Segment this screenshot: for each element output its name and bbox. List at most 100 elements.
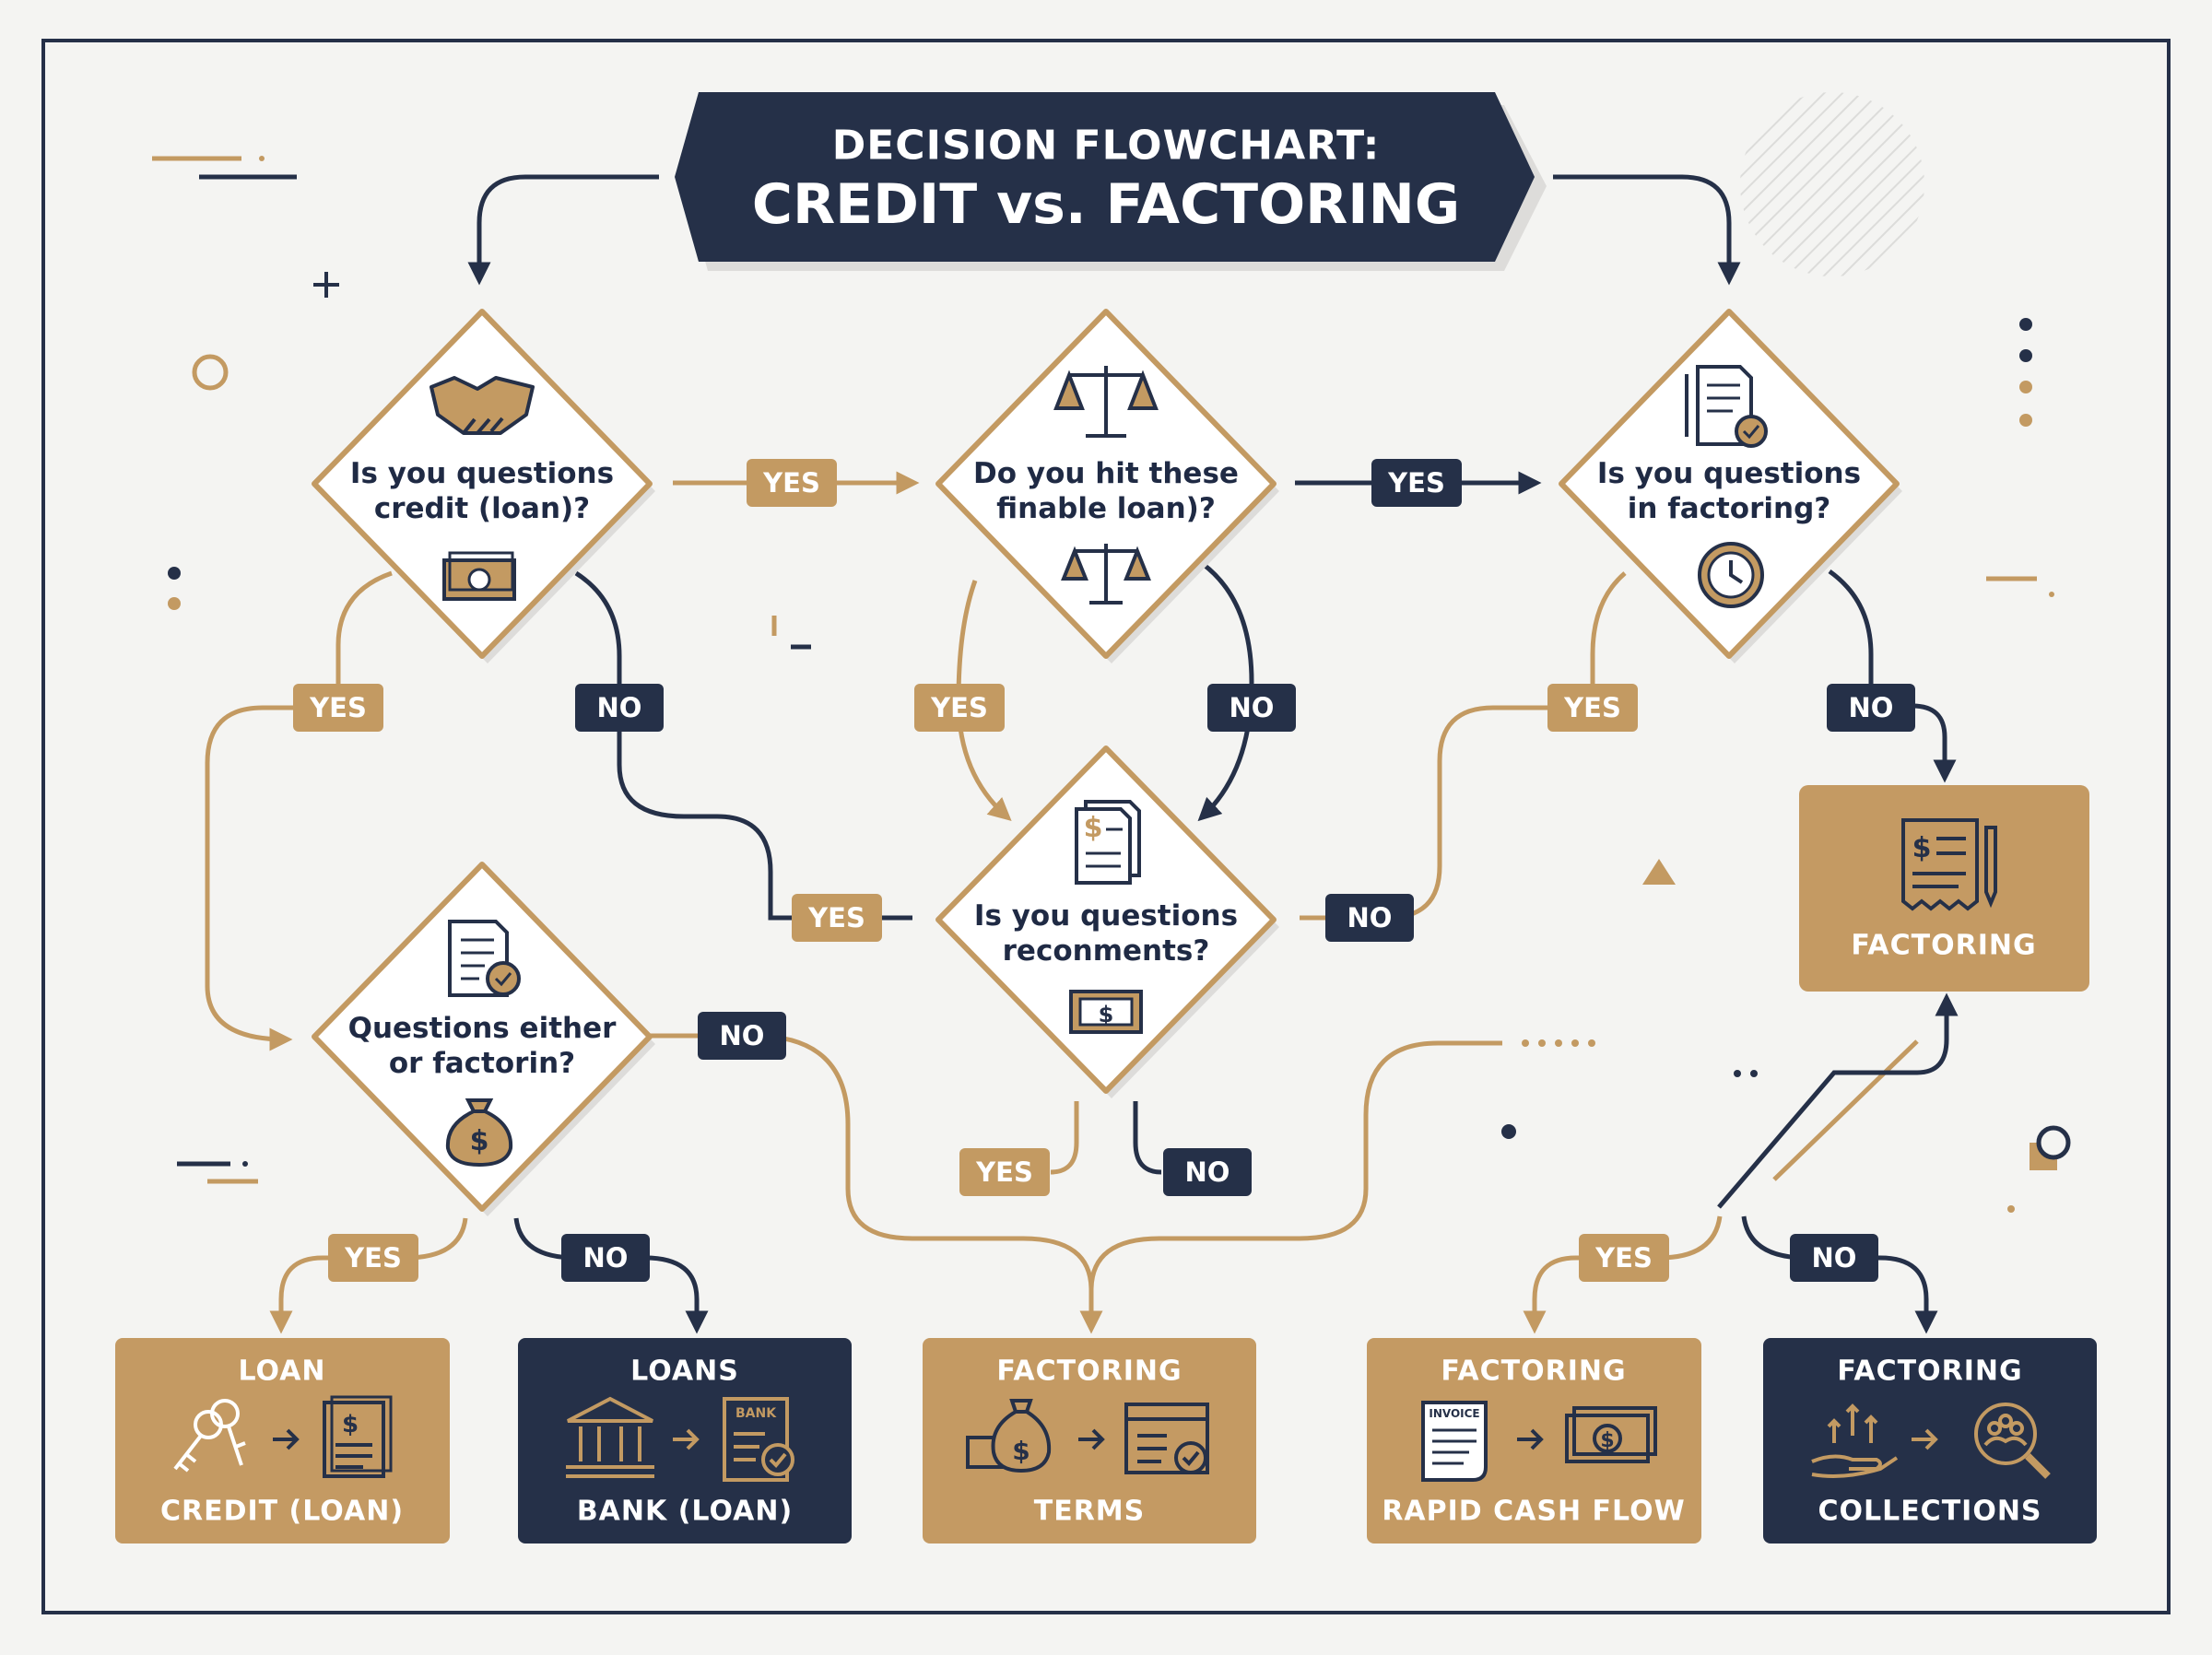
q2-line2: finable loan)?: [996, 492, 1216, 525]
loan-caption: CREDIT (LOAN): [160, 1496, 404, 1528]
svg-text:$: $: [1099, 1002, 1114, 1027]
label-no: NO: [1163, 1148, 1252, 1196]
handshake-icon: [429, 376, 535, 435]
cash-caption: RAPID CASH FLOW: [1382, 1496, 1685, 1528]
decision-q4[interactable]: $ Is you questions reconments? $: [935, 745, 1279, 1098]
svg-text:NO: NO: [1185, 1156, 1230, 1188]
decision-q2[interactable]: Do you hit these finable loan)?: [935, 309, 1279, 663]
document-dollar-icon: $: [323, 1395, 393, 1478]
invoice-icon: $: [1075, 800, 1141, 885]
label-yes: YES: [747, 459, 837, 507]
label-yes: YES: [293, 684, 383, 732]
svg-text:$: $: [1084, 812, 1103, 844]
label-yes: YES: [328, 1234, 418, 1282]
q1-line1: Is you questions: [350, 457, 614, 490]
svg-text:$: $: [1912, 832, 1932, 864]
svg-text:$: $: [342, 1411, 359, 1438]
svg-text:NO: NO: [720, 1020, 765, 1051]
svg-text:YES: YES: [1594, 1242, 1653, 1274]
q3-line2: in factoring?: [1628, 492, 1831, 525]
document-check-icon: [448, 920, 521, 997]
loans-title: LOANS: [630, 1356, 739, 1388]
svg-text:$: $: [1012, 1436, 1030, 1466]
svg-text:NO: NO: [597, 692, 642, 723]
scale-icon: [1053, 366, 1159, 438]
svg-text:$: $: [1600, 1429, 1614, 1452]
money-bag-icon: $: [445, 1098, 513, 1168]
receipt-pen-icon: $: [1901, 818, 1997, 911]
q3-line1: Is you questions: [1597, 457, 1861, 490]
outcome-loan[interactable]: LOAN $ CREDIT (LOAN): [115, 1338, 450, 1543]
decision-q5[interactable]: Questions either or factorin? $: [312, 862, 655, 1216]
svg-text:INVOICE: INVOICE: [1429, 1407, 1479, 1420]
decision-q3[interactable]: Is you questions in factoring?: [1559, 309, 1902, 663]
decorations: [152, 92, 2071, 1213]
svg-text:YES: YES: [930, 692, 988, 723]
label-no: NO: [561, 1234, 650, 1282]
loans-caption: BANK (LOAN): [577, 1496, 793, 1528]
label-no: NO: [1790, 1234, 1878, 1282]
label-no: NO: [1207, 684, 1296, 732]
terms-title: FACTORING: [996, 1356, 1182, 1388]
q4-line1: Is you questions: [974, 899, 1238, 933]
q1-line2: credit (loan)?: [374, 492, 590, 525]
loan-title: LOAN: [238, 1356, 325, 1388]
label-yes: YES: [914, 684, 1005, 732]
calendar-check-icon: [1124, 1403, 1209, 1474]
pill-labels: YES YES YES NO YES NO YES NO YES NO NO Y…: [293, 459, 1915, 1282]
svg-text:NO: NO: [1812, 1242, 1857, 1274]
svg-text:NO: NO: [1849, 692, 1894, 723]
svg-text:YES: YES: [1563, 692, 1621, 723]
terms-caption: TERMS: [1034, 1496, 1146, 1528]
scale-icon: [1061, 544, 1151, 604]
label-no: NO: [1827, 684, 1915, 732]
label-yes: YES: [1547, 684, 1638, 732]
collections-caption: COLLECTIONS: [1818, 1496, 2041, 1528]
cash-title: FACTORING: [1441, 1356, 1626, 1388]
invoice-icon: INVOICE: [1421, 1401, 1488, 1482]
clock-icon: [1698, 542, 1764, 608]
label-yes: YES: [1371, 459, 1462, 507]
bank-document-icon: BANK: [723, 1397, 794, 1482]
outcome-factoring[interactable]: $ FACTORING: [1799, 785, 2089, 992]
cash-icon: $: [1565, 1406, 1657, 1463]
growth-hand-icon: [1811, 1403, 1899, 1478]
q5-line1: Questions either: [348, 1012, 618, 1045]
collections-title: FACTORING: [1837, 1356, 2022, 1388]
svg-text:YES: YES: [807, 902, 865, 933]
cash-icon: $: [1069, 990, 1143, 1034]
svg-text:BANK: BANK: [735, 1406, 777, 1421]
svg-text:YES: YES: [1387, 467, 1445, 499]
keys-icon: [173, 1399, 246, 1473]
outcome-factoring-collections[interactable]: FACTORING COLLECTIONS: [1763, 1338, 2097, 1543]
svg-text:NO: NO: [1347, 902, 1393, 933]
q4-line2: reconments?: [1003, 934, 1210, 968]
title-line1: DECISION FLOWCHART:: [832, 123, 1381, 170]
outcome-loans[interactable]: LOANS BANK BANK (LOAN): [518, 1338, 852, 1543]
bank-icon: [566, 1396, 654, 1478]
svg-text:YES: YES: [344, 1242, 402, 1274]
svg-text:YES: YES: [975, 1156, 1033, 1188]
outcome-factoring-cash[interactable]: FACTORING INVOICE $ RAPID CASH FLOW: [1367, 1338, 1701, 1543]
svg-text:NO: NO: [583, 1242, 629, 1274]
cash-icon: [442, 551, 516, 601]
decision-q1[interactable]: Is you questions credit (loan)?: [312, 309, 655, 663]
label-no: NO: [1325, 894, 1414, 942]
outcome-factoring-terms[interactable]: FACTORING $ TERMS: [923, 1338, 1256, 1543]
svg-text:NO: NO: [1230, 692, 1275, 723]
money-bag-icon: $: [966, 1399, 1052, 1473]
label-yes: YES: [1579, 1234, 1669, 1282]
label-yes: YES: [792, 894, 882, 942]
q2-line1: Do you hit these: [973, 457, 1239, 490]
title-line2: CREDIT vs. FACTORING: [752, 172, 1460, 237]
document-check-icon: [1685, 365, 1768, 448]
label-no: NO: [698, 1012, 786, 1060]
label-yes: YES: [959, 1148, 1050, 1196]
q5-line2: or factorin?: [389, 1047, 575, 1080]
svg-text:YES: YES: [762, 467, 820, 499]
svg-text:$: $: [470, 1125, 489, 1157]
factoring-title: FACTORING: [1851, 930, 2036, 962]
title-banner: DECISION FLOWCHART: CREDIT vs. FACTORING: [675, 92, 1547, 271]
svg-text:YES: YES: [309, 692, 367, 723]
